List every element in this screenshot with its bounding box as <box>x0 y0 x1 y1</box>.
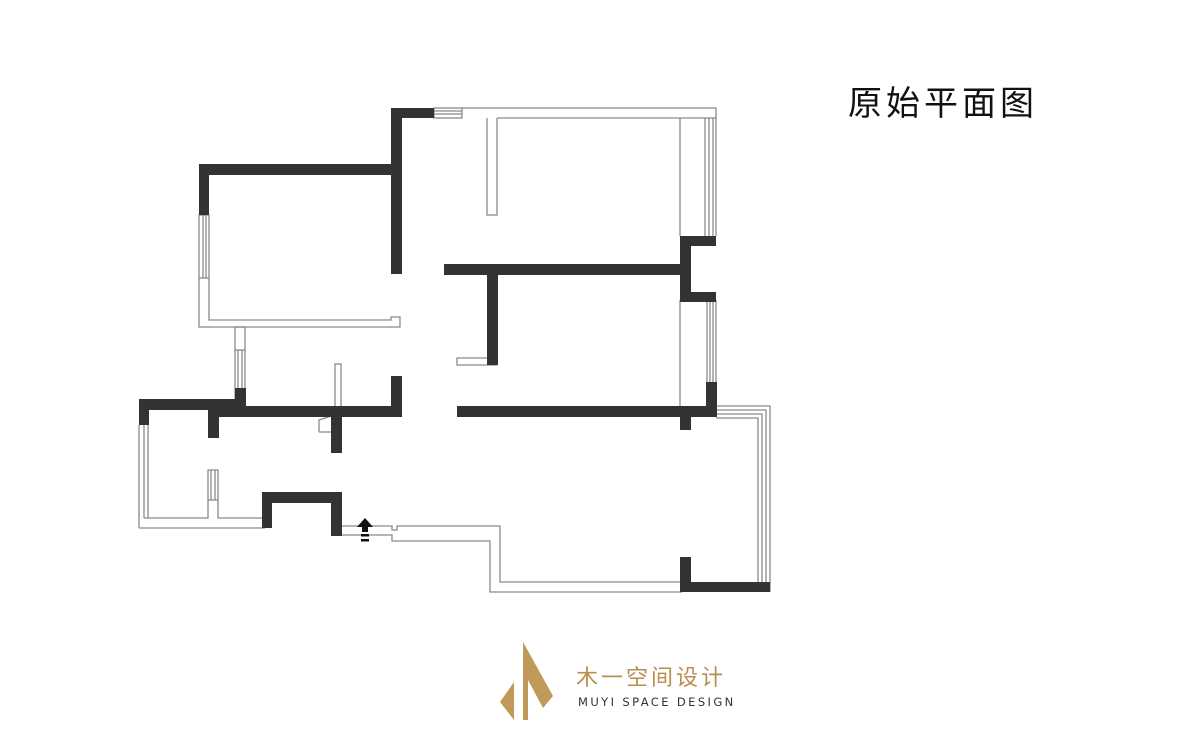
load-bearing-walls <box>139 108 770 592</box>
page-title: 原始平面图 <box>848 84 1038 124</box>
thin-outlines <box>138 107 771 593</box>
arrow-up-icon <box>357 518 373 542</box>
brand-name-cn: 木一空间设计 <box>576 666 727 691</box>
brand-logo: 木一空间设计 MUYI SPACE DESIGN <box>498 640 748 722</box>
logo-mark-icon <box>500 642 553 720</box>
brand-name-en: MUYI SPACE DESIGN <box>578 695 736 709</box>
